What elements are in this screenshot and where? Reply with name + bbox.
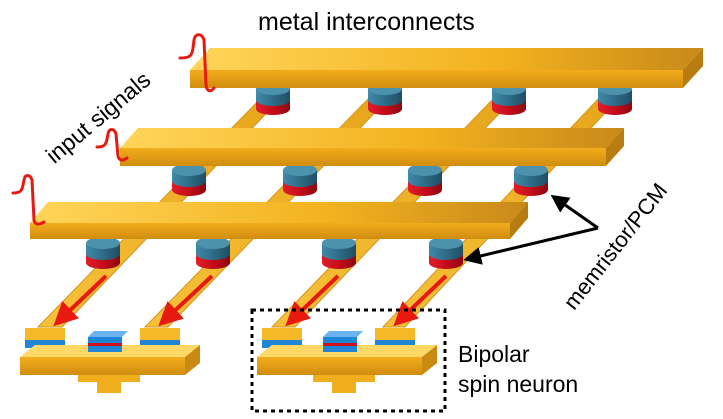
memristor: [196, 237, 230, 269]
metal-interconnects-label: metal interconnects: [258, 8, 475, 36]
current-arrow-4: [393, 274, 448, 327]
row-line-2: [120, 128, 624, 166]
current-arrows: [53, 274, 448, 327]
input-pulse-2: [95, 128, 129, 162]
pointer-arrow-upper: [550, 194, 599, 230]
memristor-row-2: [172, 164, 548, 196]
neuron-label-line-2: spin neuron: [458, 371, 579, 397]
input-pulse-3: [11, 174, 46, 226]
pointer-arrow-lower: [463, 226, 599, 265]
row-line-3: [30, 202, 528, 239]
input-pulse-1: [178, 33, 216, 93]
memristor: [408, 164, 442, 196]
current-arrow-2: [158, 274, 214, 327]
memristor: [514, 164, 548, 196]
row-line-1: [190, 48, 703, 88]
neuron-highlight-box: [250, 308, 447, 413]
memristor: [429, 237, 463, 269]
spin-neuron-2: [257, 328, 437, 393]
current-arrow-1: [53, 274, 108, 327]
memristor-pointer: [463, 194, 599, 265]
memristor: [172, 164, 206, 196]
memristor: [86, 237, 120, 269]
memristor: [283, 164, 317, 196]
spin-neuron-1: [20, 328, 200, 393]
neuron-label-line-1: Bipolar: [458, 341, 530, 367]
input-pulses: [11, 33, 216, 226]
memristor: [322, 237, 356, 269]
memristor-row-3: [86, 237, 463, 269]
